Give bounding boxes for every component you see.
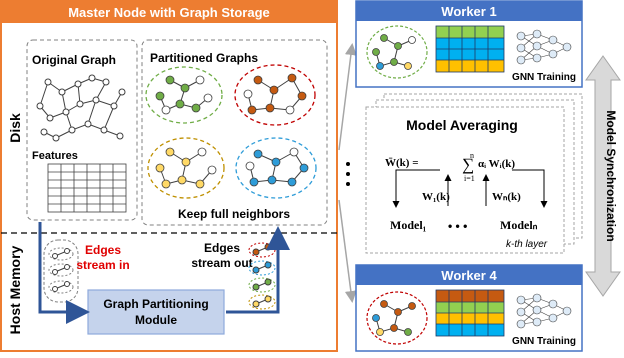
features-table <box>47 163 127 213</box>
partition-cyan <box>235 137 317 199</box>
edges-out-label-1: Edges <box>204 241 240 255</box>
edges-in-label-2: stream in <box>76 258 129 272</box>
partitioned-graphs-box <box>141 39 328 226</box>
partitioned-graphs-label: Partitioned Graphs <box>150 51 258 65</box>
partitioning-module-label-1: Graph Partitioning <box>103 297 208 311</box>
partition-yellow <box>147 137 225 199</box>
worker-1-panel: Worker 1 <box>355 0 583 88</box>
arrow-to-model-1 <box>392 169 440 208</box>
worker-1-nn-icon <box>516 29 572 65</box>
w1-label: W₁(k) <box>422 191 450 203</box>
worker-4-title: Worker 4 <box>441 268 497 283</box>
arrow-to-model-n <box>512 169 548 208</box>
model-sync-arrow: Model Synchronization <box>585 55 621 297</box>
worker-4-training-label: GNN Training <box>512 336 576 347</box>
model-sync-label: Model Synchronization <box>604 110 618 241</box>
summation-icon: ∑ <box>462 155 474 174</box>
master-node-panel: Master Node with Graph Storage Disk Host… <box>0 0 338 352</box>
graph-partitioning-module <box>87 289 225 335</box>
partitioning-module-label-2: Module <box>135 313 177 327</box>
model-averaging-title: Model Averaging <box>406 117 518 133</box>
disk-label: Disk <box>7 113 23 143</box>
wn-label: Wₙ(k) <box>492 191 521 203</box>
formula-sum-bottom: i=1 <box>464 174 475 183</box>
partition-green <box>145 66 223 124</box>
worker-4-subgraph <box>366 291 428 345</box>
model-1-label: Model₁ <box>390 218 427 232</box>
edges-out-label-2: stream out <box>191 256 252 270</box>
original-graph-box <box>26 39 138 221</box>
formula-term: αᵢ Wᵢ(k) <box>478 158 515 170</box>
formula-sum-top: n <box>470 151 474 160</box>
master-to-worker-arrows <box>338 43 357 303</box>
keep-full-neighbors-label: Keep full neighbors <box>178 207 290 221</box>
edges-in-label-1: Edges <box>85 243 121 257</box>
original-graph-label: Original Graph <box>32 53 116 67</box>
model-averaging-panel: Model Averaging W̄(k) = n ∑ i=1 αᵢ Wᵢ(k)… <box>365 93 583 254</box>
master-title: Master Node with Graph Storage <box>68 5 270 20</box>
vertical-ellipsis-icon <box>346 162 350 186</box>
formula-lhs: W̄(k) = <box>385 157 418 169</box>
features-label: Features <box>32 150 78 162</box>
arrow-to-module <box>38 222 90 324</box>
model-dots-label: • • • <box>448 219 467 233</box>
worker-1-training-label: GNN Training <box>512 72 576 83</box>
worker-4-feature-table <box>435 289 505 337</box>
model-n-label: Modelₙ <box>500 218 538 232</box>
worker-4-panel: Worker 4 <box>355 264 583 352</box>
worker-1-subgraph <box>366 25 428 79</box>
master-title-bar <box>1 1 337 23</box>
worker-1-title: Worker 1 <box>441 4 496 19</box>
worker-1-feature-table <box>435 25 505 73</box>
original-graph <box>36 74 126 142</box>
arrow-to-partitions <box>226 226 290 314</box>
layer-label: k-th layer <box>506 239 548 250</box>
edges-in-group <box>43 239 79 303</box>
partition-orange <box>234 64 316 126</box>
worker-4-nn-icon <box>516 293 572 329</box>
host-memory-label: Host Memory <box>7 245 23 334</box>
